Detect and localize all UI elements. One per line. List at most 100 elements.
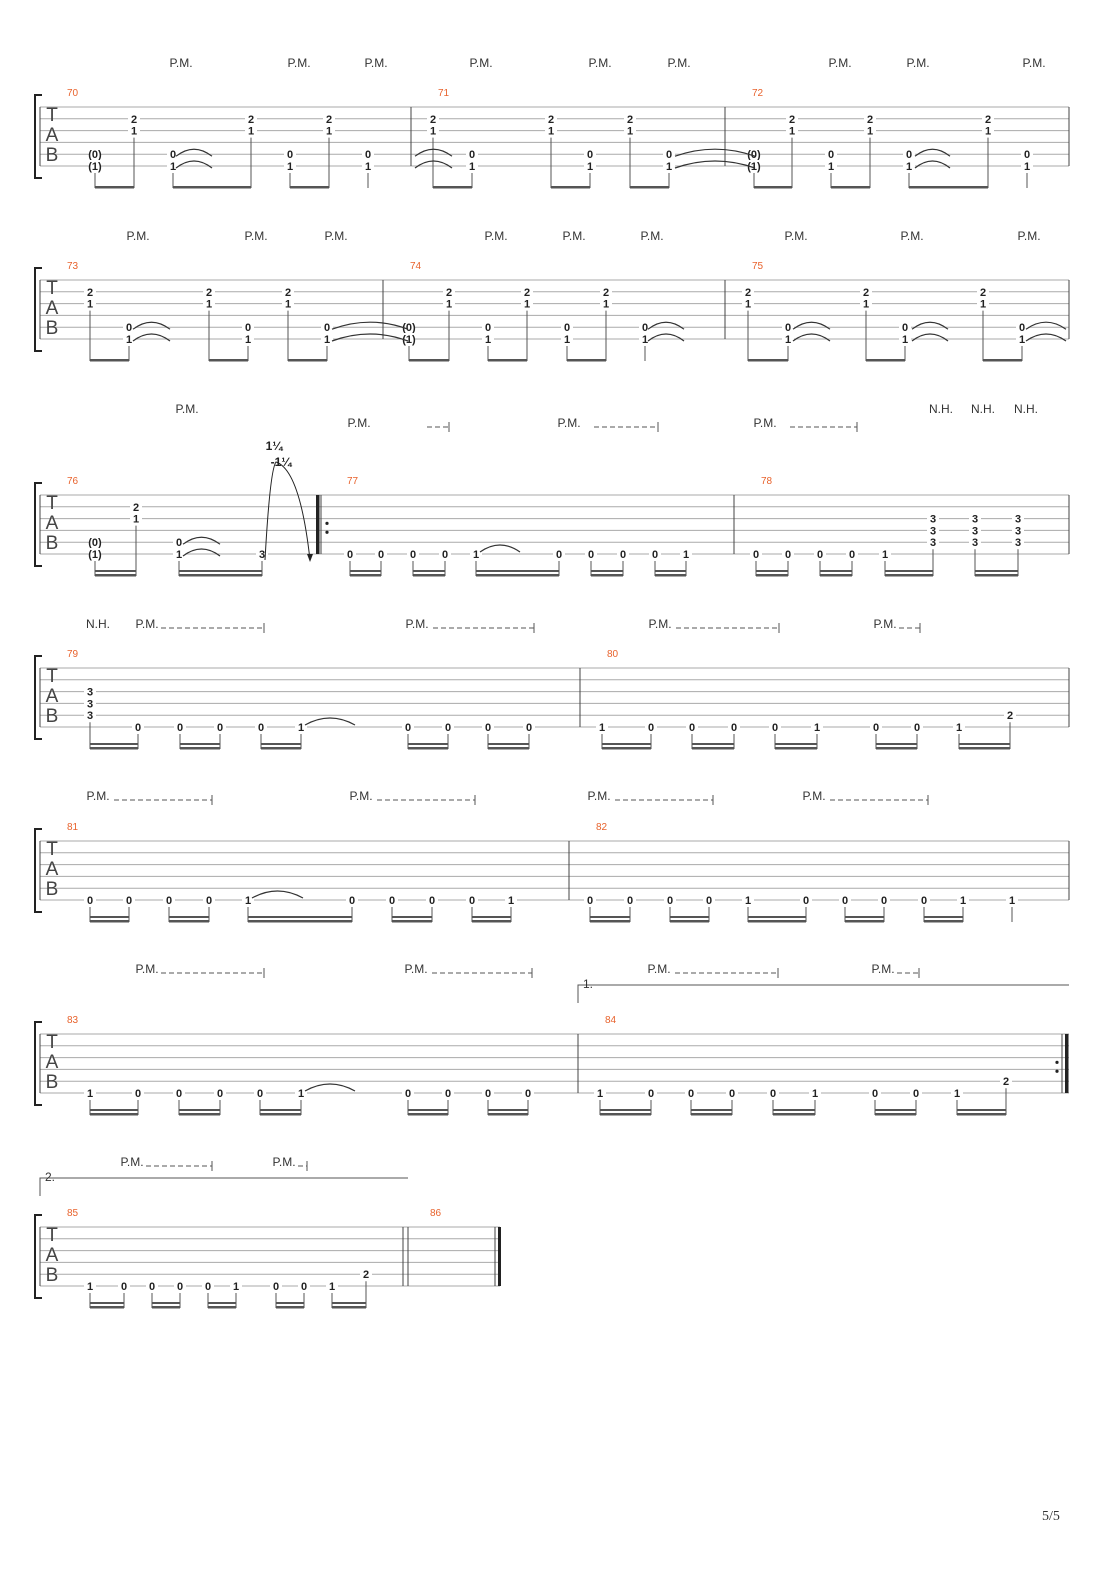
repeat-dot: [1055, 1069, 1059, 1073]
fret-number: 0: [587, 149, 593, 161]
tie: [132, 321, 171, 330]
beam: [152, 1306, 180, 1309]
fret-number: 2: [430, 114, 436, 126]
fret-bg: [407, 548, 419, 559]
fret-bg: [174, 721, 186, 732]
fret-number: 1: [87, 1281, 93, 1293]
fret-bg: [748, 148, 760, 160]
fret-number: 3: [972, 525, 978, 537]
fret-bg: [84, 685, 96, 697]
beam: [173, 186, 251, 189]
fret-number: 1: [985, 126, 991, 138]
fret-bg: [553, 548, 565, 559]
beam: [600, 1109, 651, 1111]
fret-bg: [163, 894, 175, 905]
fret-bg: [545, 112, 557, 124]
beam: [179, 1113, 220, 1116]
fret-bg: [482, 333, 494, 344]
fret-bg: [132, 1087, 144, 1098]
fret-number: 0: [126, 895, 132, 907]
fret-number: 0: [485, 1088, 491, 1100]
beam: [290, 186, 329, 189]
beam: [95, 570, 136, 572]
beam: [261, 747, 301, 750]
beam: [288, 359, 327, 362]
fret-number: 2: [248, 114, 254, 126]
tab-letter: T: [46, 278, 58, 299]
fret-bg: [782, 548, 794, 559]
fret-bg: [951, 1087, 963, 1098]
fret-number: 0: [1024, 149, 1030, 161]
tie: [175, 148, 213, 157]
fret-number: 1: [867, 126, 873, 138]
beam: [959, 747, 1010, 750]
tie: [414, 148, 453, 157]
system-bracket: [34, 828, 42, 913]
fret-bg: [203, 285, 215, 297]
fret-number: 0: [526, 722, 532, 734]
fret-bg: [346, 894, 358, 905]
tie: [914, 160, 951, 169]
fret-bg: [1012, 524, 1024, 536]
beam: [248, 920, 352, 923]
beam: [775, 743, 817, 745]
final-barline: [498, 1227, 501, 1286]
fret-number: 3: [1015, 537, 1021, 549]
fret-number: 0: [349, 895, 355, 907]
fret-bg: [282, 285, 294, 297]
fret-number: 1: [597, 1088, 603, 1100]
beam: [95, 186, 134, 189]
fret-number: 1: [745, 895, 751, 907]
tab-letter: B: [46, 533, 59, 554]
fret-number: 0: [642, 322, 648, 334]
fret-bg: [545, 124, 557, 136]
fret-bg: [617, 548, 629, 559]
fret-number: 0: [753, 549, 759, 561]
beam: [488, 1109, 528, 1111]
beam: [756, 570, 788, 572]
fret-bg: [89, 160, 101, 171]
fret-bg: [321, 333, 333, 344]
fret-number: 0: [627, 895, 633, 907]
fret-number: 0: [301, 1281, 307, 1293]
beam: [957, 1109, 1006, 1111]
fret-bg: [466, 894, 478, 905]
fret-number: 1: [233, 1281, 239, 1293]
beam: [924, 916, 963, 918]
fret-number: 0: [731, 722, 737, 734]
fret-number: 0: [445, 1088, 451, 1100]
fret-number: 0: [347, 549, 353, 561]
fret-bg: [561, 333, 573, 344]
tab-letter: B: [46, 1072, 59, 1093]
beam: [591, 574, 623, 577]
fret-number: 0: [149, 1281, 155, 1293]
beam: [261, 743, 301, 745]
beam: [350, 574, 381, 577]
fret-number: 0: [785, 549, 791, 561]
fret-number: 0: [485, 722, 491, 734]
fret-bg: [362, 160, 374, 171]
fret-number: 1: [87, 1088, 93, 1100]
fret-bg: [402, 1087, 414, 1098]
palm-mute-label: P.M.: [244, 229, 267, 243]
palm-mute-label: P.M.: [557, 416, 580, 430]
tie: [911, 333, 949, 342]
beam: [276, 1306, 304, 1309]
fret-number: 2: [985, 114, 991, 126]
fret-bg: [326, 1280, 338, 1291]
fret-number: 2: [627, 114, 633, 126]
fret-bg: [846, 548, 858, 559]
palm-mute-label: P.M.: [120, 1155, 143, 1169]
tie: [304, 717, 356, 726]
beam: [392, 916, 432, 918]
fret-bg: [254, 1087, 266, 1098]
fret-bg: [639, 333, 651, 344]
fret-bg: [427, 124, 439, 136]
beam: [90, 1109, 138, 1111]
fret-bg: [1006, 894, 1018, 905]
beam: [248, 916, 352, 918]
fret-bg: [786, 112, 798, 124]
beam: [90, 743, 138, 745]
fret-bg: [84, 1280, 96, 1291]
beam: [260, 1113, 301, 1116]
